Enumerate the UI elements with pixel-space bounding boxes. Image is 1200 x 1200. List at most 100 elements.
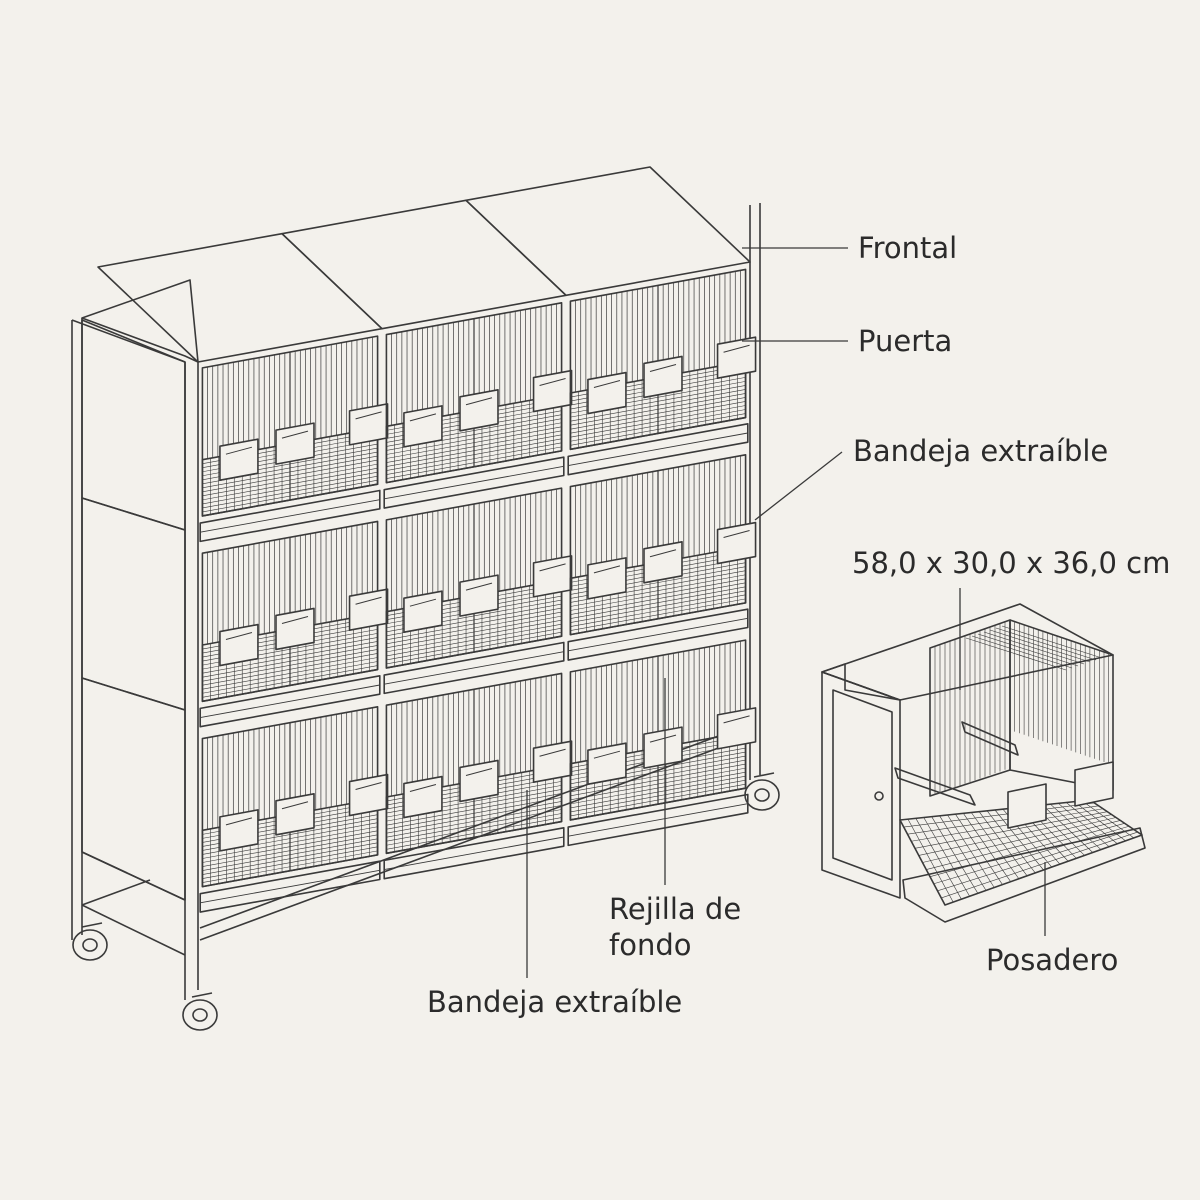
label-door: Puerta <box>858 324 953 358</box>
feeder-lip <box>649 549 677 558</box>
single-grid-wire <box>939 815 987 891</box>
single-grid-wire <box>955 814 1003 885</box>
single-grid-wire <box>907 819 954 903</box>
feeder <box>459 388 499 432</box>
tray-edge <box>384 465 564 500</box>
breeding-cage-cabinet <box>71 166 780 1031</box>
feeder-lip <box>465 397 493 406</box>
single-top-bar <box>1001 625 1103 659</box>
feeder-lip <box>539 563 566 572</box>
label-tray-top: Bandeja extraíble <box>853 434 1109 468</box>
wheel-0 <box>72 929 108 961</box>
single-grid-wire <box>994 809 1044 871</box>
cage-r3-c2 <box>383 672 573 880</box>
feeder-lip <box>409 784 437 793</box>
tray-edge <box>384 651 564 685</box>
feeder <box>348 403 389 446</box>
feeder-lip <box>649 734 677 743</box>
single-grid-wire <box>923 817 970 897</box>
feeder-lip <box>465 582 493 591</box>
tray-edge <box>568 803 748 837</box>
single-grid-wire <box>971 812 1020 879</box>
tray-edge <box>384 836 564 870</box>
bottom-grid <box>385 393 563 484</box>
cage-r1-c3 <box>567 268 757 476</box>
leader-tray-top <box>754 451 843 521</box>
pull-out-tray <box>199 675 381 728</box>
tray-edge <box>200 869 380 904</box>
single-grid-wire <box>1050 803 1102 850</box>
frame-low-rail <box>81 904 186 956</box>
single-grid-wire <box>1042 804 1093 853</box>
feeder-lip <box>593 565 621 574</box>
feeder <box>403 590 443 634</box>
feeder <box>219 438 259 482</box>
feeder-lip <box>355 596 382 605</box>
feeder-lip <box>281 801 309 810</box>
single-top-bar <box>989 629 1091 663</box>
frame-low-cross <box>81 879 151 906</box>
pull-out-tray <box>383 827 565 880</box>
bottom-grid <box>569 731 747 821</box>
feeder <box>403 775 443 819</box>
single-top-bar <box>995 627 1097 661</box>
feeder <box>716 707 757 750</box>
feeder-lip <box>225 632 253 641</box>
feeder <box>643 540 683 584</box>
pull-out-tray <box>199 489 381 543</box>
feeder-lip <box>225 446 253 455</box>
single-door <box>832 689 893 881</box>
side-panel-bottom <box>81 677 186 901</box>
bottom-grid <box>569 545 747 636</box>
wheel-bracket-2 <box>753 772 775 778</box>
feeder <box>532 555 573 598</box>
single-roof-outline <box>821 603 1114 701</box>
wheel-hub-0 <box>82 938 98 952</box>
single-grid-wire <box>963 813 1011 882</box>
feeder-lip <box>409 598 437 607</box>
side-panel-top <box>81 319 186 531</box>
feeder <box>348 588 389 632</box>
label-dimensions: 58,0 x 30,0 x 36,0 cm <box>852 546 1171 580</box>
feeder-lip <box>225 817 253 826</box>
single-grid-wire <box>1058 803 1110 847</box>
bottom-grid <box>201 427 379 517</box>
feeder <box>587 371 627 415</box>
roof-left-edge <box>81 279 199 363</box>
feeder-lip <box>539 378 566 387</box>
feeder-lip <box>281 430 309 439</box>
single-grid-wire <box>1073 801 1126 842</box>
perch-left <box>894 767 976 806</box>
bottom-grid <box>201 797 379 888</box>
feeder <box>716 521 757 565</box>
pull-out-tray <box>567 423 749 476</box>
single-roof-front <box>821 663 901 701</box>
cage-r1-c1 <box>199 335 389 543</box>
feeder-lip <box>723 715 750 724</box>
feeder-lip <box>465 767 493 776</box>
tray-edge <box>200 499 380 533</box>
feeder <box>716 336 757 380</box>
pull-out-tray <box>567 793 749 847</box>
feeder <box>532 369 573 413</box>
feeder-lip <box>409 413 437 422</box>
single-feeder-1 <box>1074 761 1114 807</box>
feeder <box>219 809 259 852</box>
perch-right <box>961 721 1019 756</box>
single-top-bar <box>971 635 1073 669</box>
callout-leader-lines <box>526 247 1046 978</box>
feeder-lip <box>593 750 621 759</box>
wheel-2 <box>744 779 780 811</box>
feeder <box>275 422 315 465</box>
feeder <box>275 792 315 836</box>
tray-edge <box>568 432 748 466</box>
single-grid-wire <box>931 816 979 894</box>
bottom-grid <box>385 764 563 855</box>
tray-edge <box>568 617 748 652</box>
feeder-lip <box>723 530 750 539</box>
single-top-bar <box>983 631 1085 665</box>
pull-out-tray <box>383 456 565 509</box>
feeder-lip <box>355 782 382 791</box>
